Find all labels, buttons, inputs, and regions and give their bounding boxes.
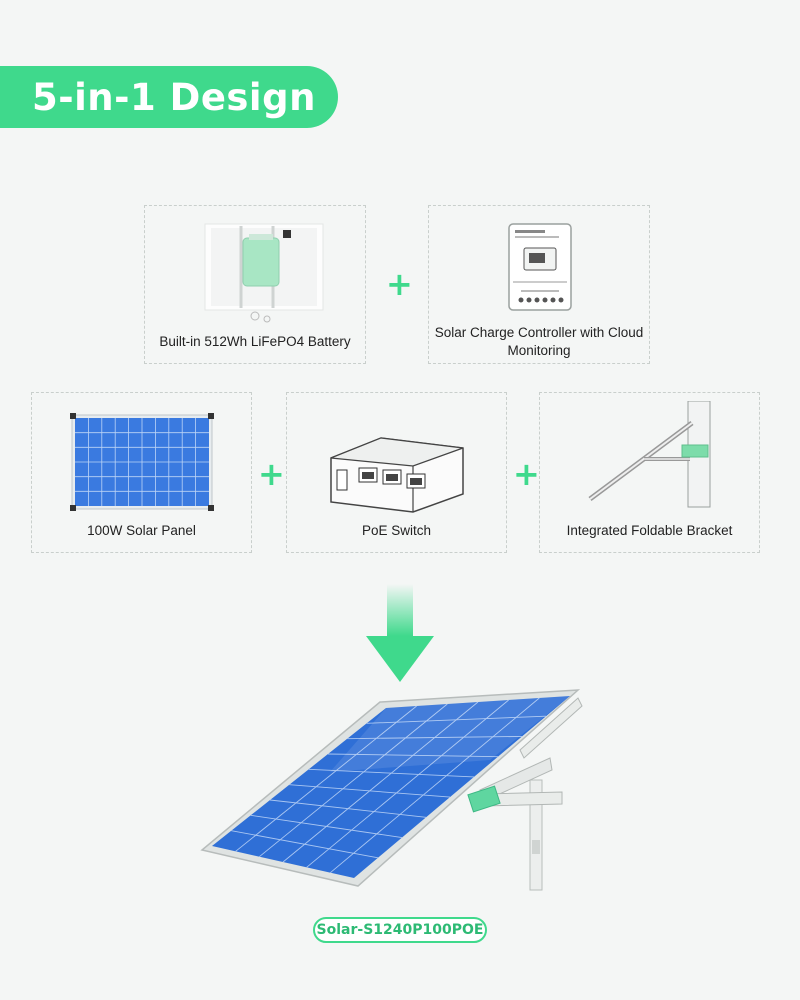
page-title: 5-in-1 Design [32,75,316,119]
plus-icon: + [258,455,285,493]
model-badge: Solar-S1240P100POE [313,917,487,943]
charge-controller-icon [508,223,572,311]
bracket-icon [588,401,711,508]
component-label: Built-in 512Wh LiFePO4 Battery [159,334,351,349]
header-banner: 5-in-1 Design [0,66,338,128]
plus-icon: + [513,455,540,493]
component-label: PoE Switch [361,523,432,538]
component-card-battery: Built-in 512Wh LiFePO4 Battery [144,205,366,364]
solar-panel-icon [70,413,214,511]
poe-switch-icon [330,437,464,513]
product-image [200,689,583,891]
component-card-bracket: Integrated Foldable Bracket [539,392,760,553]
component-label: 100W Solar Panel [87,523,196,538]
component-label: Solar Charge Controller with Cloud Monit… [434,325,644,358]
arrow-down-icon [366,584,434,682]
component-card-solar-panel: 100W Solar Panel [31,392,252,553]
component-card-controller: Solar Charge Controller with Cloud Monit… [428,205,650,364]
component-label: Integrated Foldable Bracket [566,523,733,538]
plus-icon: + [386,265,413,303]
component-card-poe-switch: PoE Switch [286,392,507,553]
battery-icon [204,223,324,323]
